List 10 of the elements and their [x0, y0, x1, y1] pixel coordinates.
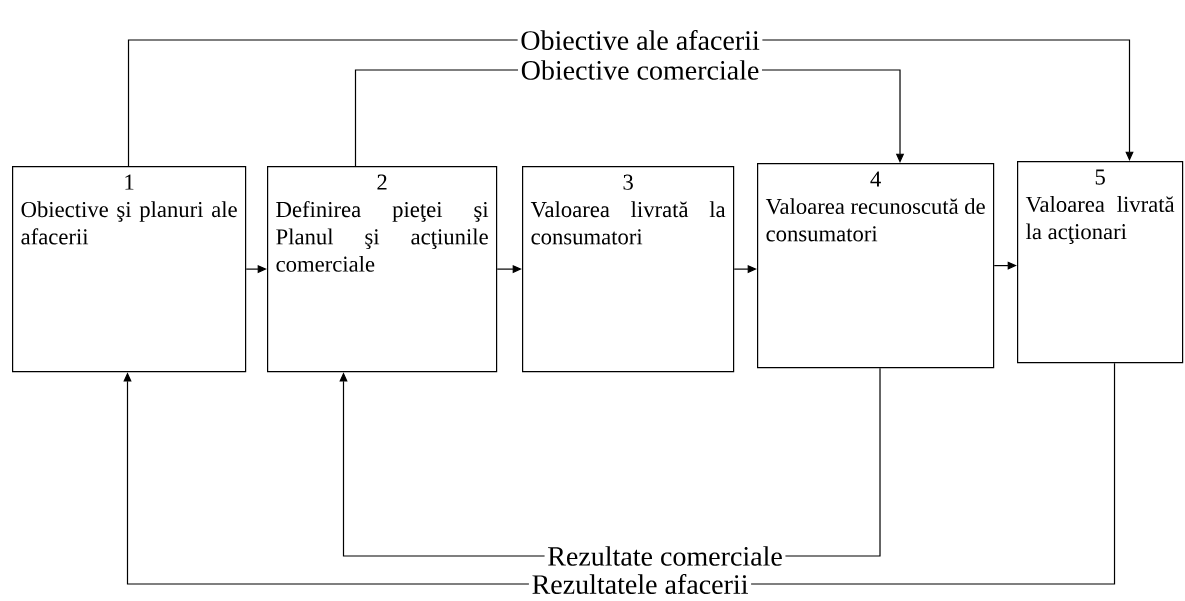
process-box: 2 Definirea pieţei şi Planul şi acţiunile comerciale [267, 166, 498, 373]
process-box: 4 Valoarea recunoscută de consumatori [757, 163, 995, 369]
edge-label: Obiective comerciale [518, 57, 762, 83]
edge-label: Obiective ale afacerii [517, 27, 763, 53]
edge-label: Rezultatele afacerii [528, 571, 752, 597]
process-box: 3 Valoarea livrată la consumatori [522, 166, 735, 373]
process-box: 1 Obiective şi planuri ale afacerii [12, 166, 247, 373]
edge-label: Rezultate comerciale [544, 543, 786, 569]
process-box: 5 Valoarea livrată la acţionari [1017, 161, 1184, 364]
arrow [993, 261, 1017, 270]
